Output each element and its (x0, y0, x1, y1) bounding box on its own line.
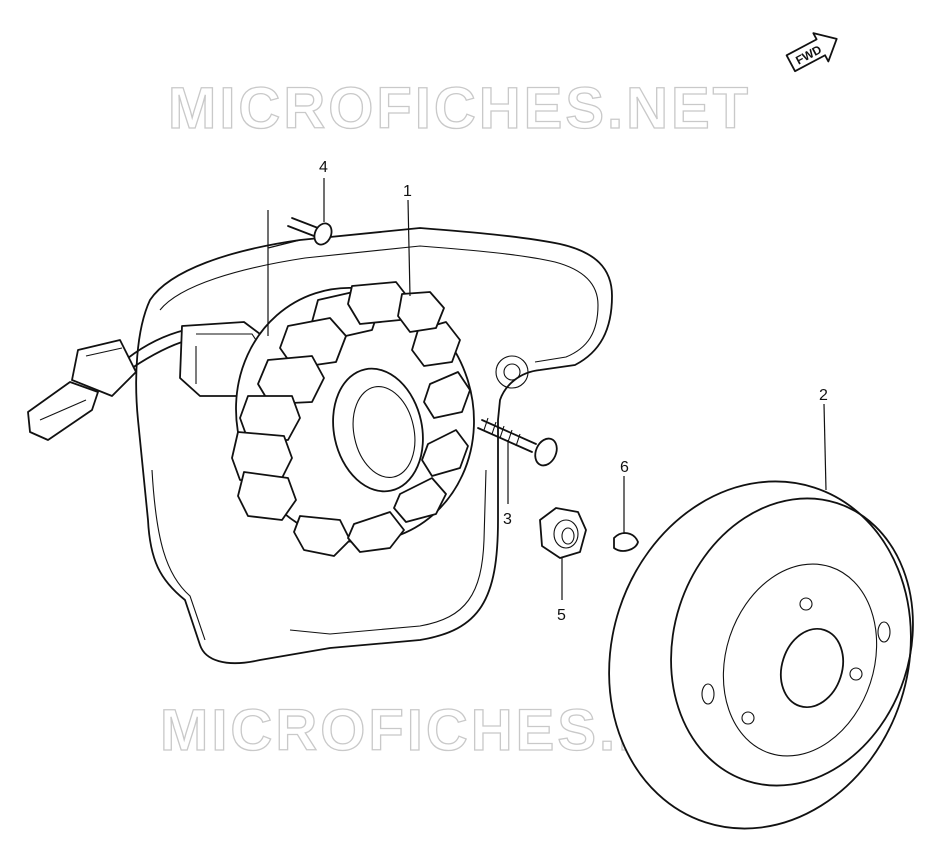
leader-lines (267, 178, 827, 600)
bolt (477, 417, 558, 467)
callout-4: 4 (319, 159, 328, 176)
wire-harness (27, 321, 269, 441)
forward-arrow-icon: FWD (785, 32, 838, 73)
stator (231, 281, 475, 557)
screw (287, 217, 333, 246)
crankcase-cover (135, 227, 613, 664)
woodruff-key (613, 532, 639, 552)
callout-6: 6 (620, 459, 629, 476)
washer-nut (539, 507, 587, 559)
stator-coils (231, 281, 471, 557)
callout-3: 3 (503, 511, 512, 528)
watermark-top: MICROFICHES.NET (168, 76, 751, 141)
callout-2: 2 (819, 387, 828, 404)
rotor-flywheel (608, 480, 914, 830)
callout-5: 5 (557, 607, 566, 624)
callout-1: 1 (403, 183, 412, 200)
